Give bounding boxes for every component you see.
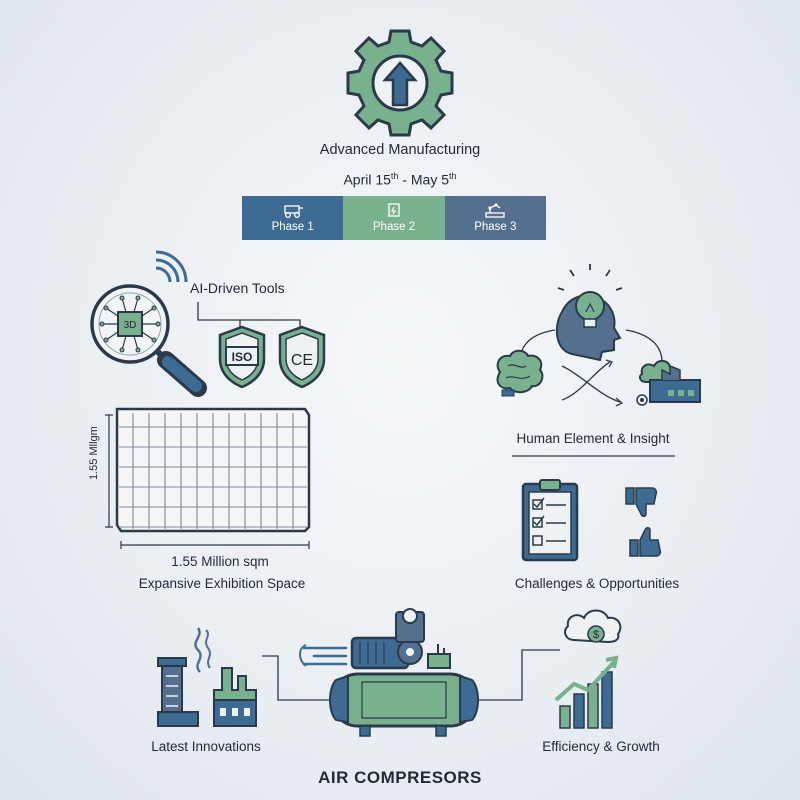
thumbs-down-icon <box>625 487 658 517</box>
air-compressors-title: AIR COMPRESORS <box>318 768 482 787</box>
iso-label: ISO <box>232 350 253 364</box>
thumbs-up-icon <box>629 527 662 557</box>
phase-1-label: Phase 1 <box>271 220 314 233</box>
human-element-label: Human Element & Insight <box>516 431 670 446</box>
dollar-sign: $ <box>593 629 599 641</box>
clipboard-icon <box>521 479 579 562</box>
exhibition-space-label: Expansive Exhibition Space <box>138 576 306 591</box>
phase-2[interactable]: Phase 2 <box>343 196 445 240</box>
robot-arm-icon <box>485 203 505 218</box>
gear-icon <box>346 29 454 137</box>
innovations-label: Latest Innovations <box>151 739 261 754</box>
phase-bar: Phase 1 Phase 2 Phase 3 <box>242 196 546 240</box>
ai-tools-label: AI-Driven Tools <box>190 280 285 296</box>
machine-icon <box>284 204 303 218</box>
challenges-label: Challenges & Opportunities <box>514 576 680 591</box>
human-insight-diagram <box>496 264 701 407</box>
ai-magnifier-icon: 3D <box>90 250 207 397</box>
chip-label: 3D <box>124 320 137 331</box>
ce-shield-icon: CE <box>278 325 326 389</box>
area-label: 1.55 Million sqm <box>171 554 269 569</box>
efficiency-label: Efficiency & Growth <box>542 739 660 754</box>
phase-2-label: Phase 2 <box>372 221 416 233</box>
date-range: April 15th - May 5th <box>343 171 457 188</box>
phase-3[interactable]: Phase 3 <box>444 196 546 240</box>
exhibition-grid <box>105 407 311 549</box>
page-title: Advanced Manufacturing <box>319 142 481 158</box>
iso-shield-icon: ISO <box>218 325 266 389</box>
document-icon <box>388 203 400 217</box>
phase-3-label: Phase 3 <box>474 221 517 233</box>
grid-line <box>119 413 307 529</box>
phase-1[interactable]: Phase 1 <box>242 196 344 240</box>
ce-label: CE <box>291 352 313 369</box>
